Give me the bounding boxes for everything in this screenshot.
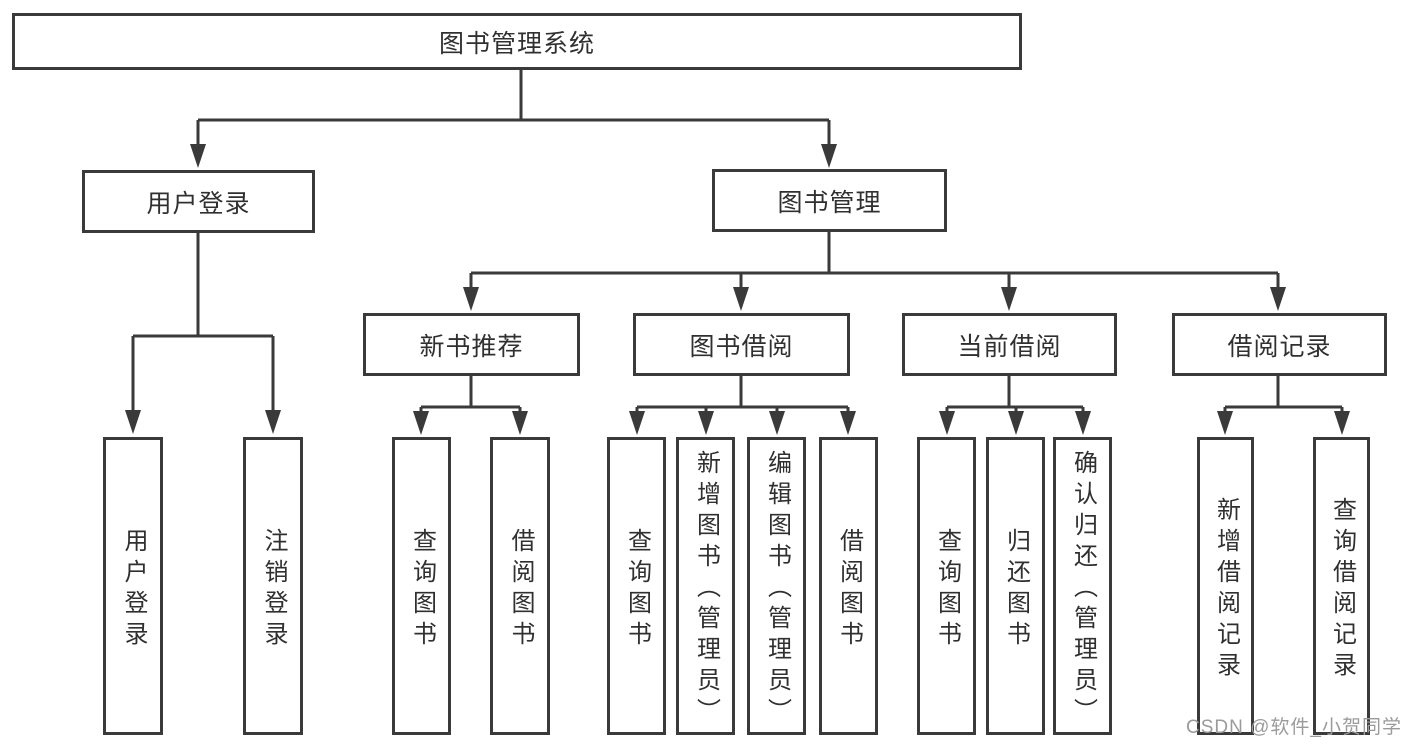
connector-root-to-level2	[190, 70, 837, 168]
connector-records-to-children	[1217, 375, 1350, 435]
node-book-management-label: 图书管理	[777, 188, 882, 217]
node-current-borrow-label: 当前借阅	[957, 332, 1062, 361]
node-borrow-records-label: 借阅记录	[1227, 332, 1332, 361]
leaf-borrow-book: 借阅图书	[819, 437, 878, 735]
node-root-system-label: 图书管理系统	[438, 29, 595, 58]
connector-management-to-level3	[463, 232, 1286, 311]
leaf-add-borrow-record-label: 新增借阅记录	[1212, 496, 1240, 683]
leaf-logout-label: 注销登录	[260, 527, 287, 652]
leaf-recommend-borrow-book: 借阅图书	[490, 437, 550, 735]
leaf-confirm-return-admin-label: 确认归还（管理员）	[1069, 450, 1097, 729]
leaf-user-login: 用户登录	[103, 437, 163, 735]
leaf-borrow-query-book-label: 查询图书	[623, 527, 651, 652]
node-new-book-recommend-label: 新书推荐	[419, 332, 524, 361]
leaf-user-login-label: 用户登录	[120, 527, 147, 652]
leaf-current-query-book-label: 查询图书	[933, 527, 961, 652]
connector-current-to-children	[939, 375, 1091, 435]
node-root-system: 图书管理系统	[12, 13, 1022, 70]
leaf-recommend-borrow-book-label: 借阅图书	[507, 527, 534, 652]
node-book-borrow-label: 图书借阅	[689, 332, 794, 361]
node-new-book-recommend: 新书推荐	[363, 313, 580, 376]
leaf-current-query-book: 查询图书	[917, 437, 976, 735]
connector-borrow-to-children	[629, 375, 856, 435]
leaf-return-book: 归还图书	[986, 437, 1045, 735]
leaf-add-book-admin: 新增图书（管理员）	[676, 437, 735, 735]
leaf-logout: 注销登录	[243, 437, 303, 735]
node-current-borrow: 当前借阅	[902, 313, 1117, 376]
leaf-return-book-label: 归还图书	[1002, 527, 1030, 652]
connector-recommend-to-children	[413, 375, 528, 435]
leaf-add-borrow-record: 新增借阅记录	[1197, 437, 1254, 735]
leaf-edit-book-admin: 编辑图书（管理员）	[747, 437, 806, 735]
node-borrow-records: 借阅记录	[1172, 313, 1387, 376]
leaf-recommend-query-book-label: 查询图书	[408, 527, 436, 652]
leaf-query-borrow-record-label: 查询借阅记录	[1328, 496, 1356, 683]
node-user-login: 用户登录	[82, 170, 315, 233]
node-book-management: 图书管理	[712, 169, 947, 232]
leaf-add-book-admin-label: 新增图书（管理员）	[692, 450, 720, 729]
leaf-borrow-book-label: 借阅图书	[835, 527, 863, 652]
node-user-login-label: 用户登录	[146, 189, 251, 218]
leaf-query-borrow-record: 查询借阅记录	[1313, 437, 1370, 735]
leaf-recommend-query-book: 查询图书	[392, 437, 451, 735]
node-book-borrow: 图书借阅	[633, 313, 850, 376]
leaf-confirm-return-admin: 确认归还（管理员）	[1053, 437, 1112, 735]
leaf-borrow-query-book: 查询图书	[607, 437, 666, 735]
connector-login-to-children	[125, 233, 281, 434]
leaf-edit-book-admin-label: 编辑图书（管理员）	[763, 450, 791, 729]
csdn-watermark: CSDN @软件_小贺同学	[1186, 717, 1402, 738]
